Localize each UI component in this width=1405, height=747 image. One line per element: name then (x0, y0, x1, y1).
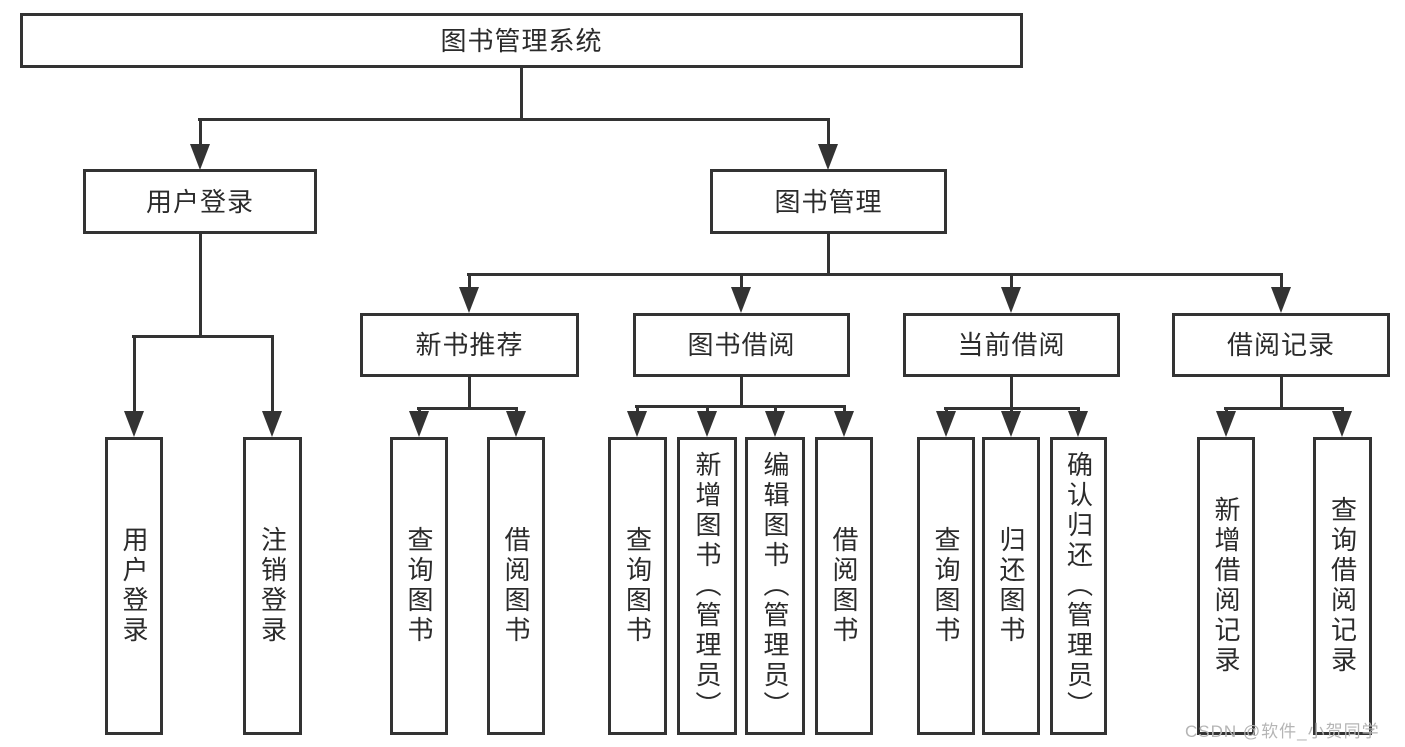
connector-hline (417, 407, 518, 410)
connector-vline (519, 68, 523, 121)
node-leaf-add-borrow-record: 新增借阅记录 (1197, 437, 1255, 735)
connector-vline (198, 234, 202, 338)
node-label-leaf-add-borrow-record: 新增借阅记录 (1211, 496, 1241, 676)
arrow-head-icon (731, 287, 751, 313)
node-label-user-login: 用户登录 (145, 186, 254, 217)
node-leaf-borrow-books-2: 借阅图书 (815, 437, 873, 735)
node-book-management: 图书管理 (710, 169, 947, 234)
node-label-leaf-add-book: 新增图书（管理员） (692, 451, 722, 721)
node-label-leaf-query-books-3: 查询图书 (931, 526, 961, 646)
arrow-stem (132, 335, 136, 413)
node-leaf-query-borrow-record: 查询借阅记录 (1313, 437, 1372, 735)
arrow-stem (739, 273, 743, 289)
node-label-book-borrow: 图书借阅 (687, 330, 796, 360)
connector-vline (826, 234, 830, 276)
arrow-stem (773, 405, 777, 413)
node-book-borrow: 图书借阅 (633, 313, 850, 377)
node-leaf-edit-book: 编辑图书（管理员） (745, 437, 805, 735)
node-user-login: 用户登录 (83, 169, 317, 234)
node-root: 图书管理系统 (20, 13, 1023, 68)
connector-vline (739, 377, 743, 408)
node-leaf-query-books-2: 查询图书 (608, 437, 667, 735)
node-label-new-book-recommend: 新书推荐 (415, 330, 524, 360)
arrow-head-icon (459, 287, 479, 313)
arrow-stem (1224, 407, 1228, 413)
node-label-current-borrow: 当前借阅 (957, 330, 1066, 360)
arrow-stem (514, 407, 518, 413)
arrow-head-icon (936, 411, 956, 437)
arrow-stem (635, 405, 639, 413)
arrow-head-icon (1001, 411, 1021, 437)
connector-hline (635, 405, 846, 408)
node-label-leaf-borrow-books-2: 借阅图书 (829, 526, 859, 646)
arrow-stem (467, 273, 471, 289)
arrow-head-icon (409, 411, 429, 437)
connector-hline (1224, 407, 1344, 410)
arrow-head-icon (627, 411, 647, 437)
arrow-head-icon (1271, 287, 1291, 313)
node-leaf-borrow-books-1: 借阅图书 (487, 437, 545, 735)
arrow-stem (1009, 407, 1013, 413)
arrow-stem (1279, 273, 1283, 289)
node-label-leaf-logout: 注销登录 (257, 526, 288, 646)
arrow-head-icon (190, 144, 210, 170)
arrow-head-icon (1068, 411, 1088, 437)
arrow-stem (842, 405, 846, 413)
node-leaf-logout: 注销登录 (243, 437, 302, 735)
node-borrow-records: 借阅记录 (1172, 313, 1390, 377)
node-leaf-query-books-1: 查询图书 (390, 437, 448, 735)
arrow-head-icon (1332, 411, 1352, 437)
connector-hline (132, 335, 274, 338)
node-leaf-add-book: 新增图书（管理员） (677, 437, 737, 735)
node-label-leaf-user-login: 用户登录 (119, 526, 149, 646)
node-new-book-recommend: 新书推荐 (360, 313, 579, 377)
arrow-head-icon (765, 411, 785, 437)
node-label-leaf-edit-book: 编辑图书（管理员） (760, 451, 790, 721)
connector-hline (198, 118, 830, 121)
arrow-stem (417, 407, 421, 413)
arrow-head-icon (834, 411, 854, 437)
arrow-stem (198, 118, 202, 146)
node-label-leaf-borrow-books-1: 借阅图书 (501, 526, 531, 646)
arrow-stem (270, 335, 274, 413)
node-label-leaf-confirm-return: 确认归还（管理员） (1063, 451, 1094, 721)
node-leaf-return-book: 归还图书 (982, 437, 1040, 735)
arrow-stem (944, 407, 948, 413)
arrow-head-icon (1001, 287, 1021, 313)
node-label-leaf-query-borrow-record: 查询借阅记录 (1327, 496, 1358, 676)
arrow-head-icon (697, 411, 717, 437)
arrow-head-icon (1216, 411, 1236, 437)
node-label-root: 图书管理系统 (440, 25, 603, 56)
arrow-stem (826, 118, 830, 146)
arrow-stem (1009, 273, 1013, 289)
arrow-head-icon (506, 411, 526, 437)
arrow-stem (1076, 407, 1080, 413)
connector-vline (1279, 377, 1283, 410)
connector-vline (1009, 377, 1013, 410)
node-label-leaf-query-books-2: 查询图书 (622, 526, 653, 646)
connector-hline (467, 273, 1283, 276)
csdn-watermark: CSDN @软件_小贺同学 (1185, 722, 1380, 741)
arrow-head-icon (818, 144, 838, 170)
node-leaf-query-books-3: 查询图书 (917, 437, 975, 735)
node-leaf-confirm-return: 确认归还（管理员） (1050, 437, 1107, 735)
node-label-leaf-return-book: 归还图书 (996, 526, 1026, 646)
node-leaf-user-login: 用户登录 (105, 437, 163, 735)
node-label-leaf-query-books-1: 查询图书 (404, 526, 434, 646)
node-label-borrow-records: 借阅记录 (1226, 330, 1335, 360)
arrow-head-icon (262, 411, 282, 437)
node-current-borrow: 当前借阅 (903, 313, 1120, 377)
arrow-head-icon (124, 411, 144, 437)
arrow-stem (1340, 407, 1344, 413)
arrow-stem (705, 405, 709, 413)
connector-vline (467, 377, 471, 410)
node-label-book-management: 图书管理 (774, 186, 883, 217)
